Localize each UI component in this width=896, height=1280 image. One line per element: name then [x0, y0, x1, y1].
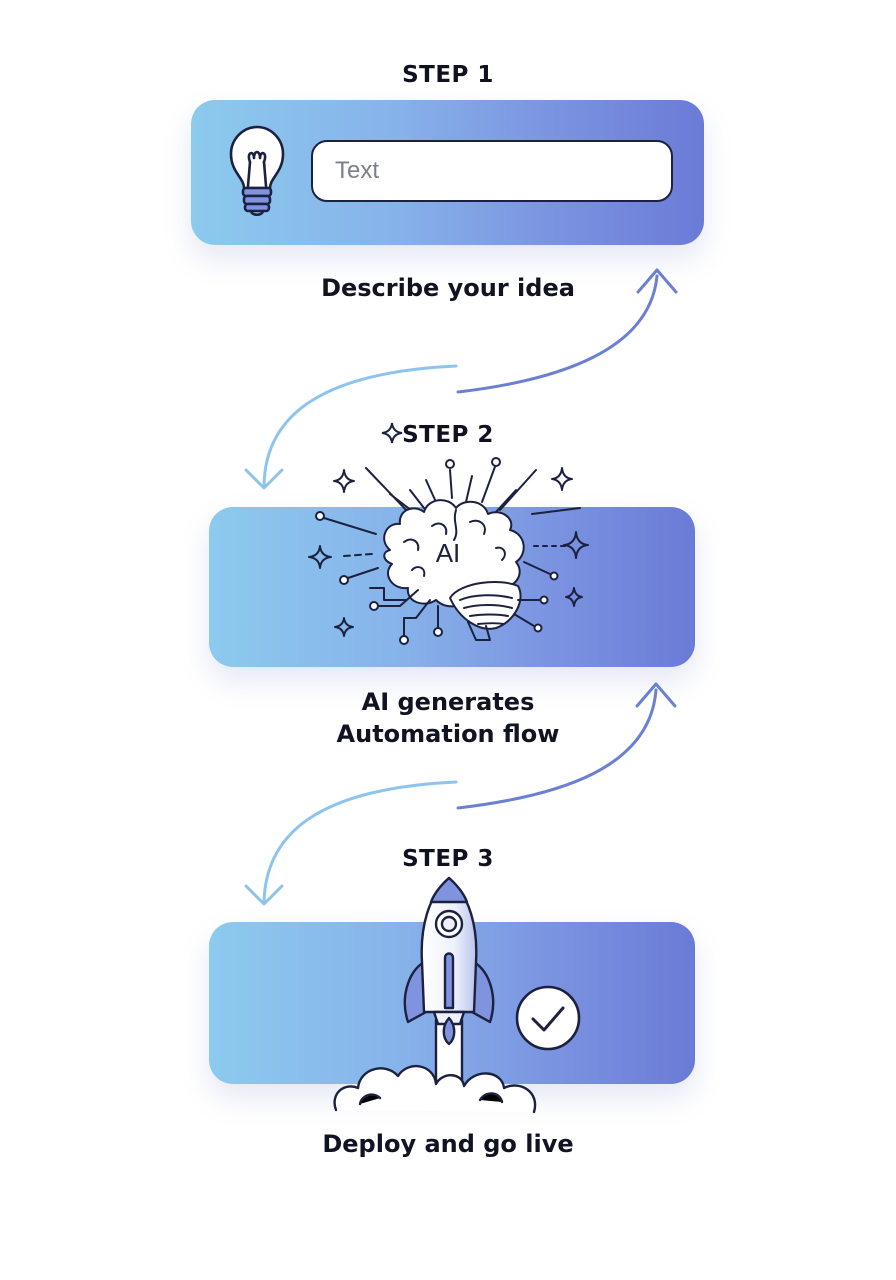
step-2-caption-line-1: AI generates [361, 688, 535, 716]
step-3-heading: STEP 3 [402, 846, 494, 872]
step-2-caption: AI generates Automation flow [0, 686, 896, 750]
arrow-down-left [262, 780, 458, 904]
arrow-down-left [262, 364, 458, 488]
step-1-heading: STEP 1 [402, 62, 494, 88]
step-2-heading: STEP 2 [402, 422, 494, 448]
arrow-up-right [456, 274, 659, 394]
lightbulb-icon [229, 125, 285, 217]
arrow-up-right [456, 688, 658, 810]
checkmark-icon [515, 985, 581, 1051]
arrow-loop-2 [244, 682, 677, 906]
arrow-loop-1 [244, 268, 678, 490]
sparkle-icon [381, 422, 403, 444]
ai-badge: AI [435, 538, 461, 568]
step-2-caption-line-2: Automation flow [336, 720, 560, 748]
step-1-caption: Describe your idea [321, 274, 575, 302]
brain-icon [308, 457, 589, 645]
idea-text-input[interactable] [311, 140, 673, 202]
step-3-caption: Deploy and go live [322, 1130, 574, 1158]
rocket-icon [333, 876, 537, 1114]
